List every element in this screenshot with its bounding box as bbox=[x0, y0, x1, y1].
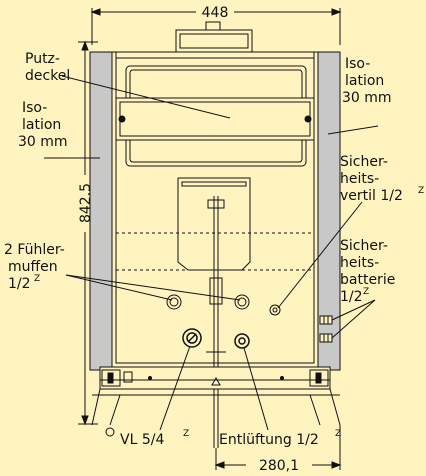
leader-lines bbox=[44, 75, 379, 431]
entlueftung-sup: Z bbox=[335, 429, 341, 439]
vorlauf-label: VL 5/4 bbox=[120, 432, 164, 448]
isolation-left-label: Iso- lation 30 mm bbox=[18, 100, 68, 150]
sicherheitsbatterie-label: Sicher- heits- batterie 1/2 bbox=[340, 238, 400, 305]
boiler-base bbox=[91, 351, 341, 437]
entlueftung-label: Entlüftung 1/2 bbox=[219, 432, 319, 448]
putzdeckel-label: Putz- deckel bbox=[25, 51, 70, 84]
top-width-label: 448 bbox=[202, 5, 229, 21]
cleaning-lid bbox=[115, 65, 315, 167]
sensor-socket-right bbox=[234, 294, 250, 310]
safety-valve-fitting bbox=[269, 304, 281, 316]
sensor-socket-left bbox=[166, 294, 182, 310]
boiler-body bbox=[111, 21, 319, 368]
bottom-width-label: 280,1 bbox=[259, 458, 299, 474]
flow-connection bbox=[182, 328, 202, 348]
fuehlermuffen-sup: Z bbox=[34, 274, 40, 284]
top-width-dimension bbox=[90, 8, 342, 45]
isolation-right-label: Iso- lation 30 mm bbox=[342, 56, 392, 106]
height-dimension bbox=[78, 40, 98, 426]
internal-baffle bbox=[177, 177, 251, 448]
sicherheitsventil-sup: Z bbox=[418, 186, 424, 196]
insulation-left bbox=[89, 51, 113, 371]
sicherheitsventil-label: Sicher- heits- vertil 1/2 bbox=[340, 154, 403, 204]
fuehlermuffen-label: 2 Fühler- muffen 1/2 bbox=[4, 242, 69, 292]
vorlauf-sup: Z bbox=[183, 429, 189, 439]
sicherheitsbatterie-sup: Z bbox=[363, 287, 369, 297]
bottom-width-dimension bbox=[214, 425, 342, 470]
level-lines bbox=[116, 232, 314, 271]
vent-connection bbox=[234, 333, 250, 349]
